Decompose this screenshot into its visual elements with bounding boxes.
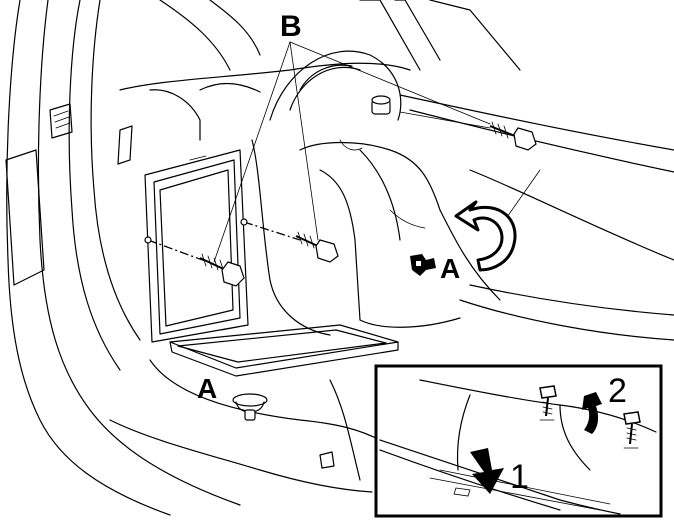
curved-rotation-arrow-icon <box>454 200 517 272</box>
bolt-upper-right <box>399 111 537 151</box>
retaining-clip-icon <box>410 254 436 276</box>
detail-inset <box>374 364 663 518</box>
down-arrow-icon <box>470 448 504 494</box>
label-b-leaders <box>213 41 491 263</box>
bolt-left <box>144 236 245 287</box>
inset-screw-left <box>539 385 557 421</box>
floor-plug <box>232 393 268 407</box>
label-a-clip: A <box>440 253 460 284</box>
label-step-1: 1 <box>510 458 529 496</box>
label-a-floor: A <box>197 373 217 404</box>
access-panel <box>144 149 399 377</box>
trunk-floor <box>109 359 381 493</box>
label-b: B <box>280 10 302 43</box>
label-step-2: 2 <box>608 372 627 410</box>
curved-up-arrow-icon <box>582 392 602 434</box>
inset-screw-right <box>623 411 641 449</box>
bolt-middle <box>240 218 339 263</box>
wheel-arch-housing <box>251 50 501 336</box>
